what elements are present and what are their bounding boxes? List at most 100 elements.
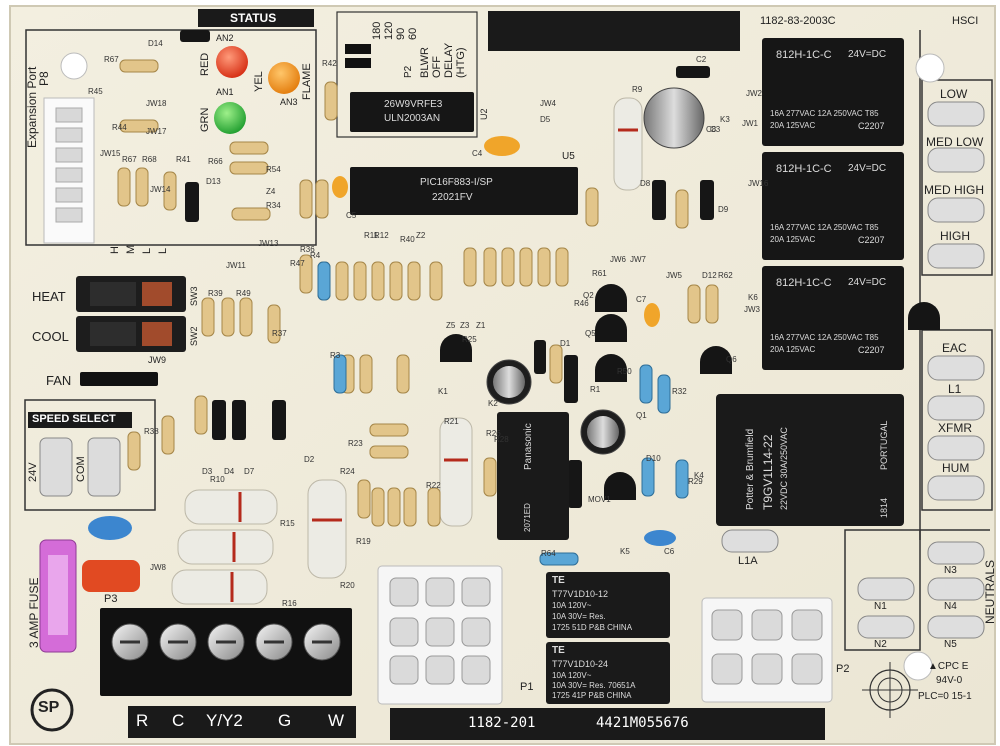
relay-k3-model: 812H-1C-C (776, 163, 832, 175)
led-red-ref: AN2 (216, 33, 234, 43)
ref-designator: C3 (710, 125, 721, 134)
delay-90: 90 (395, 27, 407, 40)
ref-designator: R3 (330, 351, 341, 360)
plc-code: PLC=0 15-1 (918, 691, 972, 702)
ref-designator: Q5 (585, 329, 596, 338)
relay-k5-line2: 20A 125VAC (770, 345, 816, 354)
ref-designator: JW8 (150, 563, 166, 572)
ref-designator: R26 (486, 429, 501, 438)
status-led-yellow (268, 62, 300, 94)
ref-designator: R54 (266, 165, 281, 174)
cpc-code: 94V-0 (936, 675, 963, 686)
jumper-p8-label: P8 (37, 71, 51, 86)
ref-designator: D9 (718, 205, 729, 214)
ref-designator: R40 (400, 235, 415, 244)
ref-designator: JW2 (746, 89, 762, 98)
relay-k3-line2: 20A 125VAC (770, 235, 816, 244)
ref-designator: R28 (494, 435, 509, 444)
delay-label-delay: DELAY (443, 42, 455, 78)
terminal-block-ref: P3 (104, 593, 118, 605)
relay-k5-code: C2207 (858, 345, 885, 355)
ref-designator: D10 (646, 454, 661, 463)
delay-label-htg: (HTG) (455, 47, 467, 78)
connector-p1-label: P1 (520, 681, 534, 693)
ref-designator: D4 (224, 467, 235, 476)
switch-heat-label: HEAT (32, 289, 66, 304)
ref-designator: K2 (488, 399, 498, 408)
led-green-ref: AN1 (216, 87, 234, 97)
relay-k5-line1: 16A 277VAC 12A 250VAC T85 (770, 333, 879, 342)
relay-k3-rating: 24V=DC (848, 163, 887, 174)
ref-designator: JW16 (748, 179, 769, 188)
ref-designator: R23 (348, 439, 363, 448)
terminal-med-low-label: MED LOW (926, 135, 984, 149)
ref-designator: R22 (426, 481, 441, 490)
csa-logo: SP (38, 699, 60, 716)
ref-designator: R25 (462, 335, 477, 344)
switch-sw2-label: SW2 (189, 326, 199, 346)
jumper-jw9-label: JW9 (148, 355, 166, 365)
com-label: COM (75, 456, 87, 482)
ref-designator: R47 (290, 259, 305, 268)
chip-u2-line1: 26W9VRFE3 (384, 99, 443, 110)
ref-designator: R44 (112, 123, 127, 132)
ref-designator: C8 (706, 125, 717, 134)
hmll-l2: L (157, 247, 169, 254)
terminal-med-high-label: MED HIGH (924, 183, 984, 197)
ref-designator: K3 (720, 115, 730, 124)
ref-designator: R10 (210, 475, 225, 484)
ref-designator: JW13 (258, 239, 279, 248)
ref-designator: Q1 (636, 411, 647, 420)
ref-designator: R32 (672, 387, 687, 396)
ref-designator: R49 (236, 289, 251, 298)
delay-180: 180 (371, 21, 383, 40)
ref-designator: R11 (364, 231, 379, 240)
ref-designator: R45 (88, 87, 103, 96)
ref-designator: JW14 (150, 185, 171, 194)
ref-designator: D2 (304, 455, 315, 464)
ref-designator: Q2 (583, 291, 594, 300)
terminal-l1a-label: L1A (738, 555, 758, 567)
v24-label: 24V (27, 462, 39, 482)
terminal-y-label: Y/Y2 (206, 711, 243, 730)
switch-cool-label: COOL (32, 329, 69, 344)
ref-designator: R67 (122, 155, 137, 164)
ref-designator: JW11 (226, 261, 246, 270)
neutrals-label: NEUTRALS (983, 559, 997, 624)
ref-designator: D7 (244, 467, 255, 476)
terminal-r-label: R (136, 711, 149, 730)
big-relay-origin: PORTUGAL (879, 420, 889, 470)
ref-designator: R42 (322, 59, 337, 68)
status-led-green (214, 102, 246, 134)
delay-120: 120 (383, 21, 395, 40)
led-yellow-ref: AN3 (280, 97, 298, 107)
terminal-eac-label: EAC (942, 341, 967, 355)
ref-designator: Q6 (726, 355, 737, 364)
terminal-hum-label: HUM (942, 461, 970, 475)
ref-designator: R37 (272, 329, 287, 338)
terminal-n5-label: N5 (944, 639, 957, 650)
ref-designator: JW4 (540, 99, 556, 108)
ref-designator: D12 (702, 271, 717, 280)
led-yellow-label: YEL (253, 71, 265, 92)
ref-designator: D5 (540, 115, 551, 124)
ref-designator: R39 (208, 289, 223, 298)
ref-designator: R61 (592, 269, 607, 278)
te-relay-1-brand: TE (552, 575, 565, 586)
ref-designator: R16 (282, 599, 297, 608)
ref-designator: R36 (300, 245, 315, 254)
relay-k6-code: C2207 (858, 121, 885, 131)
ref-designator: R4 (310, 251, 321, 260)
ref-designator: Z4 (266, 187, 276, 196)
ref-designator: R1 (590, 385, 601, 394)
relay-k6-line2: 20A 125VAC (770, 121, 816, 130)
terminal-n4-label: N4 (944, 601, 957, 612)
relay-k5-model: 812H-1C-C (776, 277, 832, 289)
bottom-serial: 4421M055676 (596, 715, 689, 731)
speed-select-label: SPEED SELECT (32, 413, 116, 425)
ref-designator: K4 (694, 471, 704, 480)
led-red-label: RED (199, 52, 211, 76)
switch-fan-label: FAN (46, 373, 72, 388)
ref-designator: JW17 (146, 127, 167, 136)
